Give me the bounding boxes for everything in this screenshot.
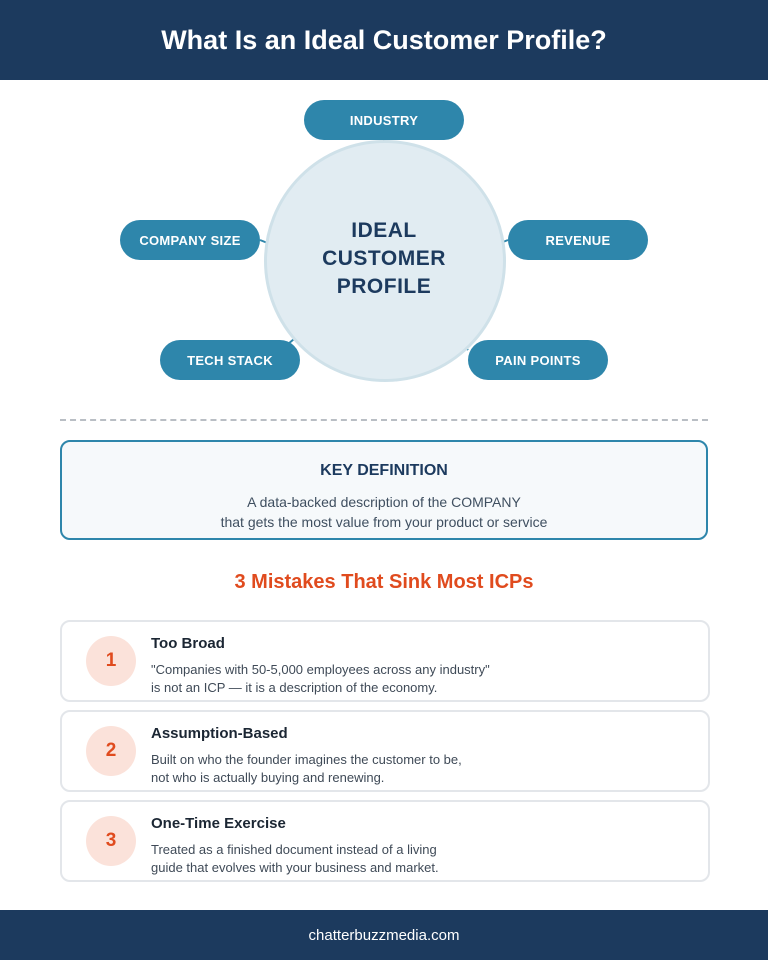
mistake-title: Too Broad: [151, 635, 225, 652]
node-pain-points: PAIN POINTS: [468, 340, 608, 380]
key-definition-box: KEY DEFINITION A data-backed description…: [60, 440, 708, 540]
mistake-card-1: 1 Too Broad "Companies with 50-5,000 emp…: [60, 620, 710, 702]
center-circle: [264, 140, 506, 382]
center-label-line-2: CUSTOMER: [322, 247, 446, 270]
node-revenue: REVENUE: [508, 220, 648, 260]
definition-line-1: A data-backed description of the COMPANY: [247, 494, 521, 510]
page-header: What Is an Ideal Customer Profile?: [0, 0, 768, 80]
mistake-number-badge: 1: [86, 636, 136, 686]
mistake-description-line-2: is not an ICP — it is a description of t…: [151, 680, 438, 695]
center-label-line-1: IDEAL: [351, 219, 417, 242]
node-industry: INDUSTRY: [304, 100, 464, 140]
icp-diagram: IDEAL CUSTOMER PROFILE INDUSTRY COMPANY …: [0, 80, 768, 400]
mistake-description-line-2: not who is actually buying and renewing.: [151, 770, 385, 785]
mistake-title: Assumption-Based: [151, 725, 288, 742]
node-tech-stack: TECH STACK: [160, 340, 300, 380]
center-label: IDEAL CUSTOMER PROFILE: [284, 217, 484, 301]
page-footer: chatterbuzzmedia.com: [0, 910, 768, 960]
mistake-description-line-1: "Companies with 50-5,000 employees acros…: [151, 662, 490, 677]
mistake-description-line-2: guide that evolves with your business an…: [151, 860, 439, 875]
center-label-line-3: PROFILE: [336, 275, 432, 298]
mistake-card-2: 2 Assumption-Based Built on who the foun…: [60, 710, 710, 792]
page-title: What Is an Ideal Customer Profile?: [161, 24, 607, 55]
mistake-number-badge: 2: [86, 726, 136, 776]
definition-title: KEY DEFINITION: [320, 462, 448, 479]
definition-line-2: that gets the most value from your produ…: [220, 514, 548, 530]
mistake-description-line-1: Built on who the founder imagines the cu…: [151, 752, 462, 767]
mistake-title: One-Time Exercise: [151, 815, 286, 832]
section-divider: [60, 419, 708, 421]
mistake-card-3: 3 One-Time Exercise Treated as a finishe…: [60, 800, 710, 882]
footer-website-link[interactable]: chatterbuzzmedia.com: [308, 926, 460, 944]
mistake-number-badge: 3: [86, 816, 136, 866]
node-company-size: COMPANY SIZE: [120, 220, 260, 260]
mistake-description-line-1: Treated as a finished document instead o…: [151, 842, 437, 857]
mistakes-heading: 3 Mistakes That Sink Most ICPs: [234, 571, 534, 593]
